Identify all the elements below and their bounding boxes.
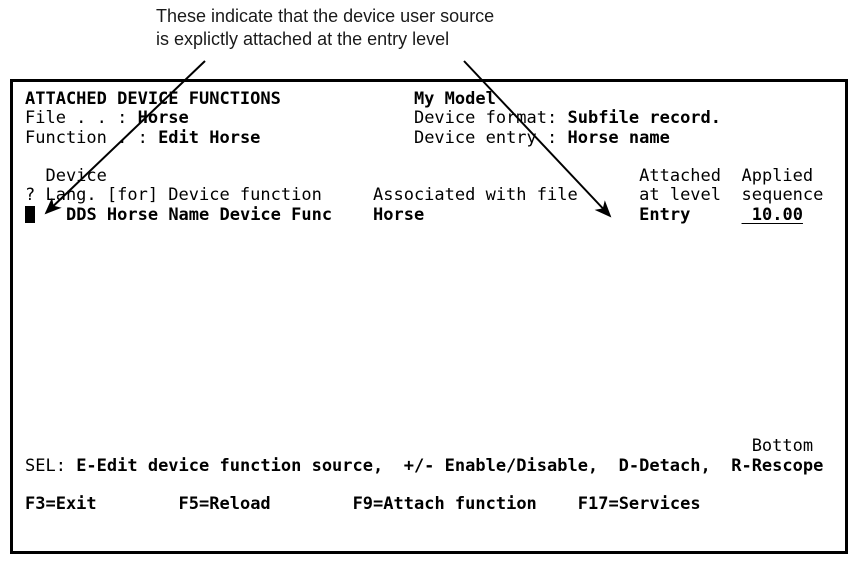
terminal-line: DDS Horse Name Device Func Horse Entry 1… <box>25 204 823 225</box>
f3-exit-key: F3=Exit <box>25 494 97 515</box>
terminal-spacing <box>97 494 179 514</box>
terminal-line <box>25 264 823 283</box>
annotation-text: These indicate that the device user sour… <box>156 5 494 51</box>
terminal-line <box>25 244 823 263</box>
terminal-line <box>25 148 823 167</box>
f17-services-key: F17=Services <box>577 494 701 515</box>
terminal-text: Device entry : <box>413 127 568 148</box>
terminal-line: File . . : Horse Device format: Subfile … <box>25 109 823 128</box>
terminal-line: Bottom <box>25 437 823 456</box>
terminal-line <box>25 341 823 360</box>
terminal-line <box>25 399 823 418</box>
f9-attach-function-key: F9=Attach function <box>352 494 537 515</box>
terminal-spacing <box>721 185 741 205</box>
attached-at-level-value: Entry <box>639 204 691 225</box>
function-value: Edit Horse <box>158 127 261 148</box>
terminal-text: ATTACHED DEVICE FUNCTIONS <box>25 89 281 109</box>
terminal-text: Applied <box>741 166 814 187</box>
terminal-spacing <box>189 108 414 128</box>
terminal-text: ? Lang. [for] Device function <box>25 185 322 206</box>
model-name: My Model <box>413 89 496 109</box>
device-entry-value: Horse name <box>567 127 670 148</box>
terminal-text: Function . : <box>25 127 159 148</box>
terminal-line: SEL: E-Edit device function source, +/- … <box>25 455 824 476</box>
terminal-line <box>25 418 823 437</box>
terminal-text: File . . : <box>25 108 138 129</box>
terminal-line: Device Attached Applied <box>25 167 823 186</box>
bottom-indicator: Bottom <box>751 436 814 457</box>
sel-input-field[interactable] <box>25 205 36 223</box>
device-format-value: Subfile record. <box>567 108 722 129</box>
sel-options: E-Edit device function source, +/- Enabl… <box>76 455 824 476</box>
terminal-text: Device format: <box>413 108 568 129</box>
terminal-text: Attached <box>639 166 721 187</box>
terminal-spacing <box>281 89 414 109</box>
terminal-line: ATTACHED DEVICE FUNCTIONS My Model <box>25 89 823 109</box>
terminal-spacing <box>322 185 373 205</box>
terminal-spacing <box>332 205 373 225</box>
terminal-spacing <box>35 205 66 225</box>
terminal-spacing <box>260 128 414 148</box>
terminal-text: Device <box>25 166 107 187</box>
associated-file-value: Horse <box>373 204 425 225</box>
terminal-spacing <box>107 166 639 186</box>
terminal-line <box>25 302 823 321</box>
file-value: Horse <box>137 108 189 129</box>
applied-sequence-field[interactable]: 10.00 <box>741 204 803 225</box>
terminal-text: sequence <box>741 185 824 206</box>
terminal-text: Associated with file <box>373 185 578 206</box>
terminal-line <box>25 322 823 341</box>
terminal-spacing <box>271 494 353 514</box>
terminal-spacing <box>424 205 639 225</box>
terminal-line <box>25 360 823 379</box>
terminal-line <box>25 476 823 495</box>
terminal-spacing <box>537 494 578 514</box>
terminal-line <box>25 225 823 244</box>
terminal-spacing <box>25 436 752 456</box>
terminal-line <box>25 283 823 302</box>
terminal-text: at level <box>639 185 722 206</box>
terminal-line <box>25 379 823 398</box>
annotation-line-2: is explictly attached at the entry level <box>156 29 450 49</box>
terminal-line: ? Lang. [for] Device function Associated… <box>25 186 823 205</box>
terminal-line: F3=Exit F5=Reload F9=Attach function F17… <box>25 495 823 514</box>
terminal-text: SEL: <box>25 455 77 476</box>
annotation-line-1: These indicate that the device user sour… <box>156 6 495 26</box>
device-function-name: DDS Horse Name Device Func <box>65 204 333 225</box>
terminal-spacing <box>690 205 741 225</box>
terminal-spacing <box>578 185 639 205</box>
f5-reload-key: F5=Reload <box>178 494 271 515</box>
terminal-line: Function . : Edit Horse Device entry : H… <box>25 127 823 148</box>
terminal-spacing <box>721 166 741 186</box>
